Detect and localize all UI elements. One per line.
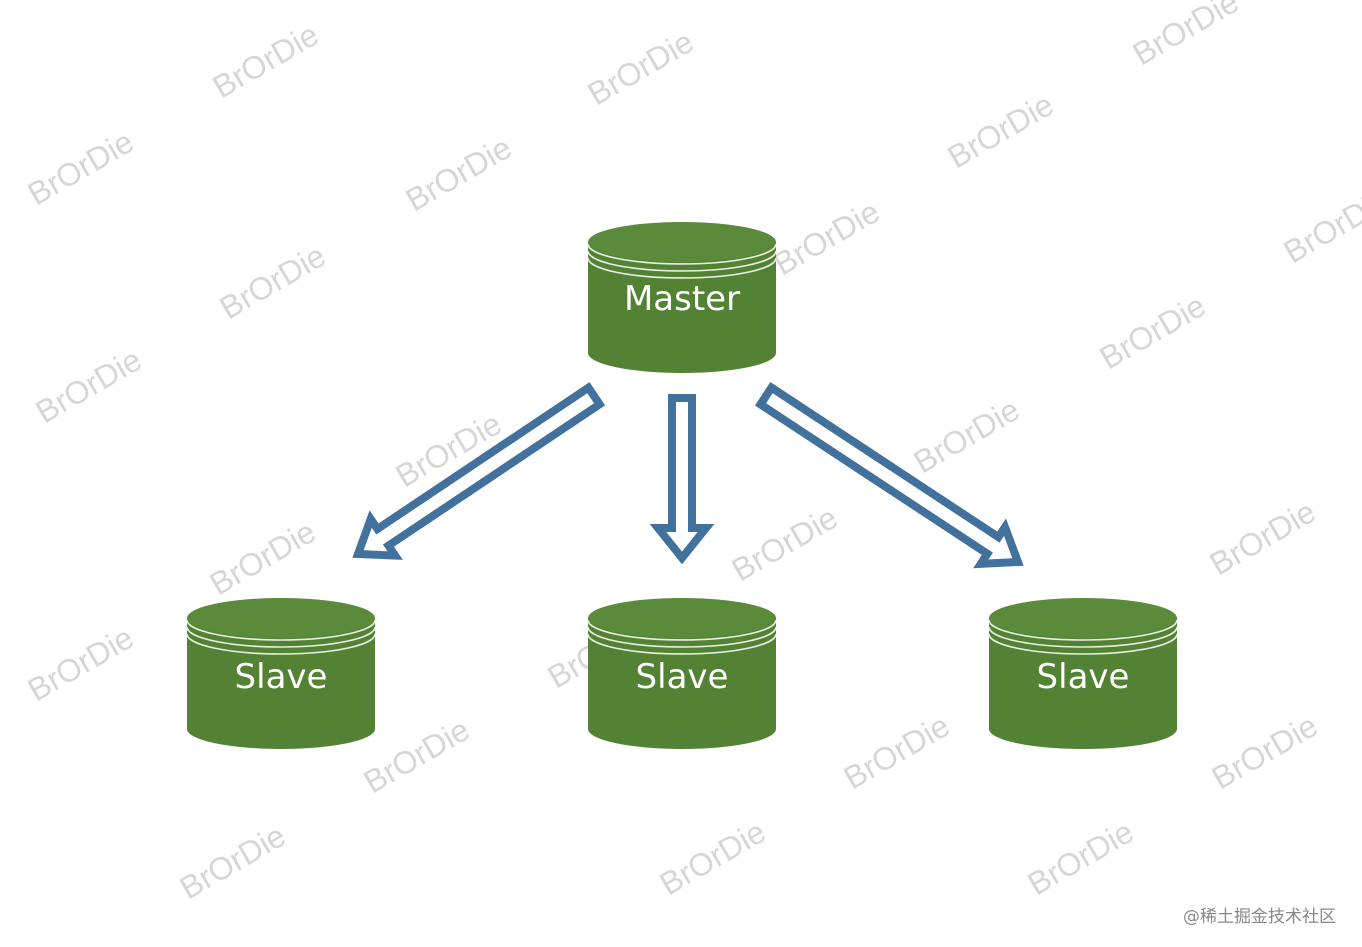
slave-label-middle: Slave (636, 657, 729, 697)
arrow-master-to-slave-left (352, 382, 606, 560)
slave-database-cylinder-middle: Slave (587, 598, 777, 749)
slave-database-cylinder-left: Slave (186, 598, 376, 749)
footer-watermark: @稀土掘金技术社区 (1183, 907, 1336, 927)
arrow-master-to-slave-right (754, 382, 1024, 569)
slave-label-left: Slave (235, 657, 328, 697)
master-database-cylinder: Master (587, 222, 777, 373)
slave-label-right: Slave (1037, 657, 1130, 697)
master-label: Master (624, 279, 740, 319)
arrows (352, 382, 1024, 569)
arrow-master-to-slave-middle (649, 394, 715, 565)
slave-database-cylinder-right: Slave (988, 598, 1178, 749)
